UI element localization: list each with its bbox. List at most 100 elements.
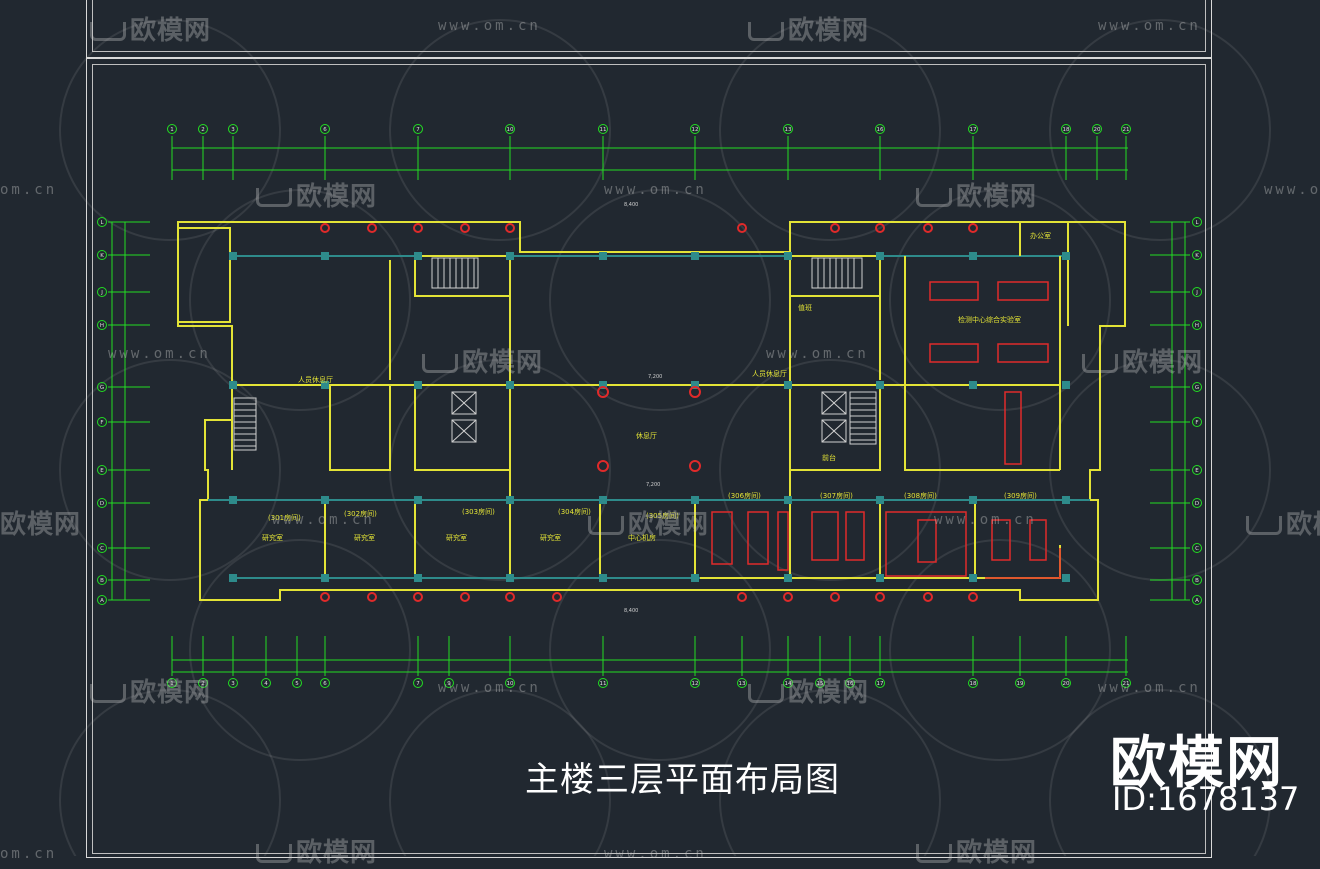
label-r307: (307房间) bbox=[820, 491, 853, 500]
axis-bubble-circle bbox=[320, 678, 330, 688]
axis-bubble: 5 bbox=[292, 678, 302, 688]
dimension-texts: 8,400 8,400 7,200 7,200 bbox=[624, 202, 662, 614]
label-office-right: 办公室 bbox=[1030, 231, 1051, 240]
axis-bubble-label: 4 bbox=[264, 681, 268, 687]
column bbox=[321, 574, 329, 582]
axis-bubble-circle bbox=[1061, 678, 1071, 688]
axis-bubble-label: 21 bbox=[1123, 681, 1130, 687]
column bbox=[506, 496, 514, 504]
axis-bubble-label: E bbox=[1195, 468, 1199, 474]
label-r303: (303房间) bbox=[462, 507, 495, 516]
drawing-frame-inner bbox=[92, 64, 1206, 854]
axis-bubble: 18 bbox=[968, 678, 978, 688]
axis-bubble: 10 bbox=[505, 124, 515, 134]
axis-bubble-circle bbox=[1192, 217, 1202, 227]
axis-bubble-circle bbox=[97, 465, 107, 475]
bottom-axis-ticks bbox=[171, 636, 1127, 676]
column bbox=[876, 496, 884, 504]
axis-bubble: B bbox=[97, 575, 107, 585]
title-frame-inner bbox=[92, 0, 1206, 52]
axis-bubble-circle bbox=[505, 678, 515, 688]
label-front-desk: 前台 bbox=[822, 453, 836, 462]
axis-bubble: D bbox=[1192, 498, 1202, 508]
axis-bubble-circle bbox=[737, 678, 747, 688]
axis-bubble-circle bbox=[97, 250, 107, 260]
column bbox=[784, 496, 792, 504]
round-column bbox=[968, 223, 978, 233]
axis-bubble-label: 9 bbox=[447, 681, 451, 687]
axis-bubble-label: 13 bbox=[785, 127, 792, 133]
axis-bubble-circle bbox=[261, 678, 271, 688]
axis-bubble: A bbox=[97, 595, 107, 605]
axis-bubble-label: 11 bbox=[600, 127, 607, 133]
column bbox=[969, 381, 977, 389]
axis-bubble-label: 18 bbox=[1063, 127, 1070, 133]
column bbox=[506, 381, 514, 389]
axis-bubble-label: B bbox=[100, 578, 104, 584]
axis-bubble-label: J bbox=[1195, 290, 1198, 296]
axis-bubble: 10 bbox=[505, 678, 515, 688]
column bbox=[1062, 252, 1070, 260]
column bbox=[414, 496, 422, 504]
axis-bubble: 11 bbox=[598, 124, 608, 134]
axis-bubble-circle bbox=[97, 382, 107, 392]
column bbox=[1062, 496, 1070, 504]
axis-bubble-circle bbox=[1192, 575, 1202, 585]
axis-bubble-label: 11 bbox=[600, 681, 607, 687]
axis-bubble: 18 bbox=[1061, 124, 1071, 134]
axis-bubble-label: 1 bbox=[170, 127, 174, 133]
building-walls bbox=[177, 221, 1126, 601]
axis-bubble-circle bbox=[292, 678, 302, 688]
structural-columns bbox=[229, 252, 1070, 582]
axis-bubble-circle bbox=[97, 543, 107, 553]
axis-bubble-label: 6 bbox=[323, 127, 327, 133]
axis-bubble: J bbox=[97, 287, 107, 297]
asset-id-label: ID:1678137 bbox=[1112, 780, 1300, 818]
axis-bubble-label: 15 bbox=[817, 681, 824, 687]
elevators bbox=[451, 391, 847, 443]
column bbox=[506, 574, 514, 582]
column bbox=[1062, 574, 1070, 582]
axis-bubble: D bbox=[97, 498, 107, 508]
label-r302: (302房间) bbox=[344, 509, 377, 518]
axis-bubble: H bbox=[1192, 320, 1202, 330]
column bbox=[784, 381, 792, 389]
round-column bbox=[597, 386, 609, 398]
column bbox=[506, 252, 514, 260]
label-study2: 研究室 bbox=[354, 533, 375, 542]
axis-bubble: 21 bbox=[1121, 124, 1131, 134]
axis-bubble: F bbox=[1192, 417, 1202, 427]
label-r308: (308房间) bbox=[904, 491, 937, 500]
axis-bubble: 2 bbox=[198, 124, 208, 134]
axis-bubble: 3 bbox=[228, 124, 238, 134]
round-column bbox=[505, 592, 515, 602]
axis-bubble: 12 bbox=[690, 124, 700, 134]
column bbox=[229, 574, 237, 582]
axis-bubble-circle bbox=[1192, 417, 1202, 427]
axis-bubble-circle bbox=[97, 595, 107, 605]
round-column bbox=[968, 592, 978, 602]
round-column bbox=[875, 592, 885, 602]
column bbox=[691, 381, 699, 389]
left-dimension-lines bbox=[111, 222, 1186, 600]
axis-bubble-circle bbox=[167, 678, 177, 688]
axis-bubble-label: H bbox=[1195, 323, 1199, 329]
axis-bubble-label: 16 bbox=[877, 127, 884, 133]
axis-bubble-label: 2 bbox=[201, 681, 205, 687]
axis-bubble: L bbox=[97, 217, 107, 227]
axis-bubble-circle bbox=[97, 217, 107, 227]
axis-bubble-label: L bbox=[100, 220, 104, 226]
axis-bubble-label: 5 bbox=[295, 681, 299, 687]
stair-treads bbox=[234, 258, 876, 447]
axis-bubble-circle bbox=[444, 678, 454, 688]
axis-bubble: 15 bbox=[815, 678, 825, 688]
column bbox=[969, 252, 977, 260]
axis-bubble-circle bbox=[690, 124, 700, 134]
column bbox=[784, 252, 792, 260]
axis-bubble-circle bbox=[97, 575, 107, 585]
axis-bubble: 20 bbox=[1092, 124, 1102, 134]
axis-bubble: 6 bbox=[320, 124, 330, 134]
